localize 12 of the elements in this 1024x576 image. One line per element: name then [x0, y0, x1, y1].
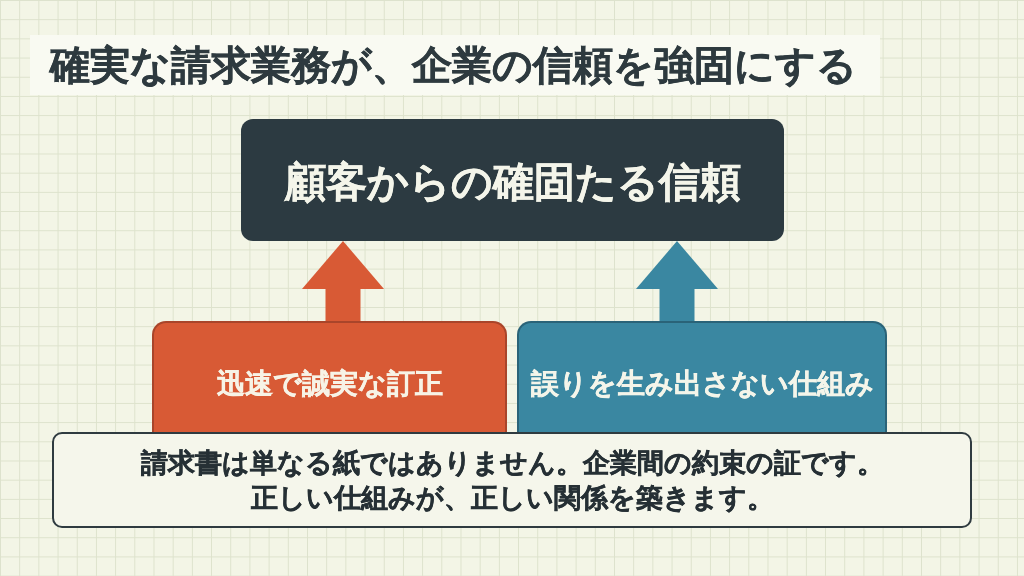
message-text: 請求書は単なる紙ではありません。企業間の約束の証です。	[140, 446, 884, 480]
box-label: 誤りを生み出さない仕組み	[530, 365, 874, 402]
pillar-box	[517, 321, 887, 432]
box-label: 顧客からの確固たる信頼	[284, 157, 741, 207]
message-text: 正しい仕組みが、正しい関係を築きます。	[250, 481, 774, 515]
pillar-box	[152, 321, 507, 432]
block-arrow	[302, 241, 384, 321]
goal-box	[241, 119, 784, 241]
message-box	[52, 432, 972, 528]
title: 確実な請求業務が、企業の信頼を強固にする	[30, 35, 880, 95]
block-arrow	[636, 241, 718, 321]
box-label: 迅速で誠実な訂正	[216, 365, 443, 402]
